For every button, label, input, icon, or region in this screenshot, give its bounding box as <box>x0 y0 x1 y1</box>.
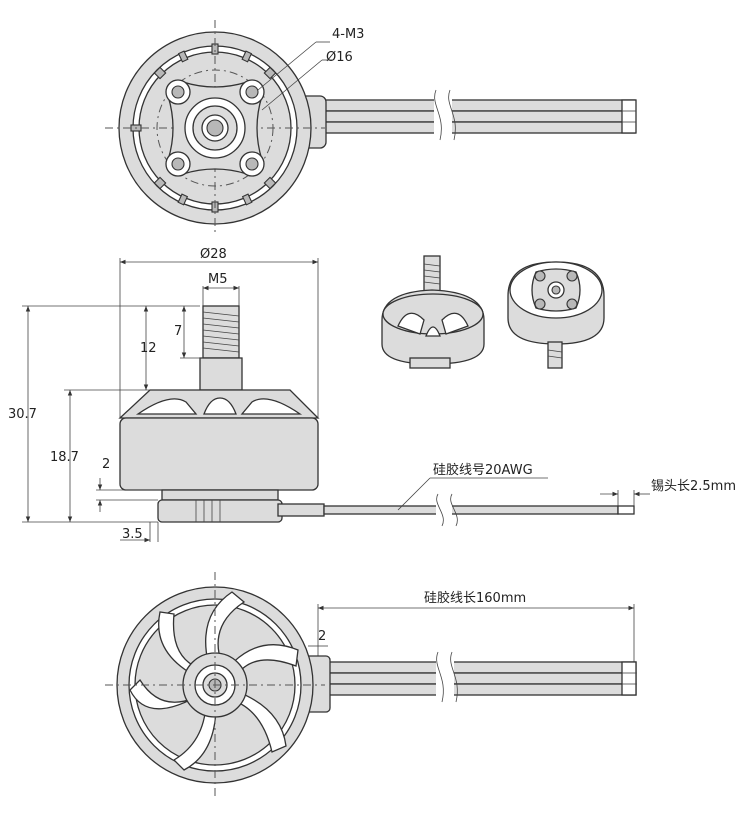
m3-hole-icon <box>245 157 259 171</box>
label-diameter: Ø28 <box>200 247 227 262</box>
label-tin-tip: 锡头长2.5mm <box>651 479 736 494</box>
bell-body <box>119 417 319 491</box>
label-thread-length: 7 <box>174 324 182 339</box>
label-base-gap: 2 <box>102 457 110 472</box>
iso-view-base <box>507 261 605 369</box>
label-wire-offset: 2 <box>318 629 326 644</box>
shaft-icon <box>206 119 224 137</box>
label-shaft-thread: M5 <box>208 272 228 287</box>
label-wire-length: 硅胶线长160mm <box>424 590 526 606</box>
label-holes: 4-M3 <box>332 27 364 42</box>
iso-view-bell <box>381 255 485 369</box>
side-view: Ø28 M5 <box>8 247 736 543</box>
m3-hole-icon <box>171 85 185 99</box>
label-wire-gauge: 硅胶线号20AWG <box>433 462 533 478</box>
top-view: 4-M3 Ø16 <box>105 20 637 236</box>
label-base-offset: 3.5 <box>122 527 143 542</box>
m3-hole-icon <box>245 85 259 99</box>
label-total-height: 30.7 <box>8 407 37 422</box>
side-wire <box>323 505 619 515</box>
label-body-height: 18.7 <box>50 450 79 465</box>
label-hole-circle: Ø16 <box>326 50 353 65</box>
tin-tip <box>617 505 635 515</box>
top-view-wires <box>289 89 637 149</box>
m3-hole-icon <box>171 157 185 171</box>
thread-lines <box>202 311 240 353</box>
label-shaft-length: 12 <box>140 341 157 356</box>
bottom-view: 硅胶线长160mm 2 <box>105 572 637 798</box>
